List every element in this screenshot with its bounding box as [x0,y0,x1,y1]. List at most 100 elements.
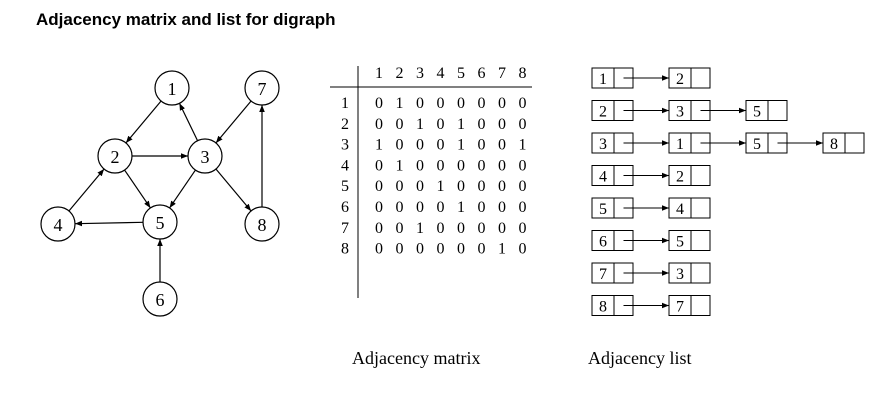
matrix-cell: 0 [437,116,445,133]
list-node-label: 2 [676,71,684,88]
matrix-col-header-4: 4 [437,65,445,82]
matrix-cell: 0 [478,199,486,216]
matrix-cell: 0 [457,157,465,174]
list-node-label: 5 [599,201,607,218]
matrix-cell: 1 [457,137,465,154]
matrix-cell: 0 [396,220,404,237]
matrix-col-header-1: 1 [375,65,383,82]
list-node-label: 5 [753,104,761,121]
node-label-7: 7 [258,79,267,99]
matrix-cell: 1 [457,116,465,133]
matrix-col-header-7: 7 [498,65,506,82]
matrix-cell: 0 [437,95,445,112]
list-node-label: 3 [676,104,684,121]
matrix-cell: 0 [416,157,424,174]
matrix-cell: 0 [478,95,486,112]
matrix-col-header-5: 5 [457,65,465,82]
matrix-cell: 0 [375,220,383,237]
matrix-cell: 0 [396,116,404,133]
matrix-row-header-3: 3 [341,137,349,154]
matrix-cell: 0 [396,241,404,258]
list-node-label: 2 [599,104,607,121]
list-node-pointer-box [690,165,711,186]
matrix-col-header-6: 6 [478,65,486,82]
matrix-cell: 0 [457,241,465,258]
list-node-label: 4 [676,201,684,218]
list-node-label: 6 [599,234,607,251]
node-6 [142,281,178,317]
adjacency-list-caption: Adjacency list [588,348,691,368]
node-5 [142,204,178,240]
matrix-cell: 1 [375,137,383,154]
list-node-label: 2 [676,169,684,186]
matrix-cell: 1 [519,137,527,154]
matrix-cell: 1 [396,157,404,174]
matrix-cell: 0 [519,241,527,258]
list-node-label: 3 [599,136,607,153]
matrix-cell: 0 [416,178,424,195]
edge-7-3 [215,100,252,144]
matrix-cell: 0 [437,157,445,174]
matrix-cell: 0 [519,178,527,195]
adjacency-matrix-caption: Adjacency matrix [352,348,480,368]
matrix-cell: 0 [437,199,445,216]
matrix-cell: 0 [457,220,465,237]
matrix-cell: 0 [478,137,486,154]
matrix-col-header-2: 2 [396,65,404,82]
matrix-cell: 0 [457,178,465,195]
edge-4-2 [68,168,105,212]
matrix-cell: 0 [396,199,404,216]
list-node-label: 1 [676,136,684,153]
matrix-cell: 1 [498,241,506,258]
list-node-label: 7 [599,266,607,283]
matrix-cell: 0 [478,116,486,133]
list-node-label: 4 [599,169,607,186]
matrix-cell: 0 [437,137,445,154]
list-node-pointer-box [690,295,711,316]
edge-3-1 [178,103,199,141]
matrix-cell: 1 [416,116,424,133]
matrix-cell: 0 [437,241,445,258]
list-node-pointer-box [690,197,711,219]
matrix-cell: 0 [375,178,383,195]
matrix-row-header-5: 5 [341,178,349,195]
node-label-4: 4 [54,215,63,235]
edge-1-2 [125,100,162,144]
page-title: Adjacency matrix and list for digraph [36,10,336,29]
node-8 [244,206,280,242]
list-node-label: 8 [830,136,838,153]
matrix-cell: 1 [437,178,445,195]
matrix-cell: 0 [437,220,445,237]
matrix-cell: 0 [498,116,506,133]
matrix-row-header-8: 8 [341,241,349,258]
node-3 [187,138,223,174]
matrix-cell: 1 [457,199,465,216]
matrix-cell: 0 [375,241,383,258]
matrix-cell: 0 [519,116,527,133]
edge-5-4 [74,220,144,227]
matrix-cell: 0 [519,220,527,237]
matrix-cell: 0 [375,95,383,112]
matrix-row-header-1: 1 [341,95,349,112]
node-label-6: 6 [156,290,165,310]
edge-3-5 [169,169,196,209]
matrix-row-header-7: 7 [341,220,349,237]
matrix-cell: 0 [498,199,506,216]
matrix-cell: 0 [375,199,383,216]
matrix-cell: 0 [519,199,527,216]
node-7 [244,70,280,106]
matrix-cell: 0 [416,241,424,258]
matrix-cell: 0 [519,95,527,112]
matrix-col-header-3: 3 [416,65,424,82]
node-2 [97,138,133,174]
matrix-cell: 0 [416,95,424,112]
matrix-row-header-2: 2 [341,116,349,133]
matrix-cell: 0 [416,137,424,154]
list-node-pointer-box [690,262,711,284]
matrix-cell: 0 [498,220,506,237]
list-node-pointer-box [690,67,711,89]
matrix-cell: 0 [478,241,486,258]
node-4 [40,206,76,242]
